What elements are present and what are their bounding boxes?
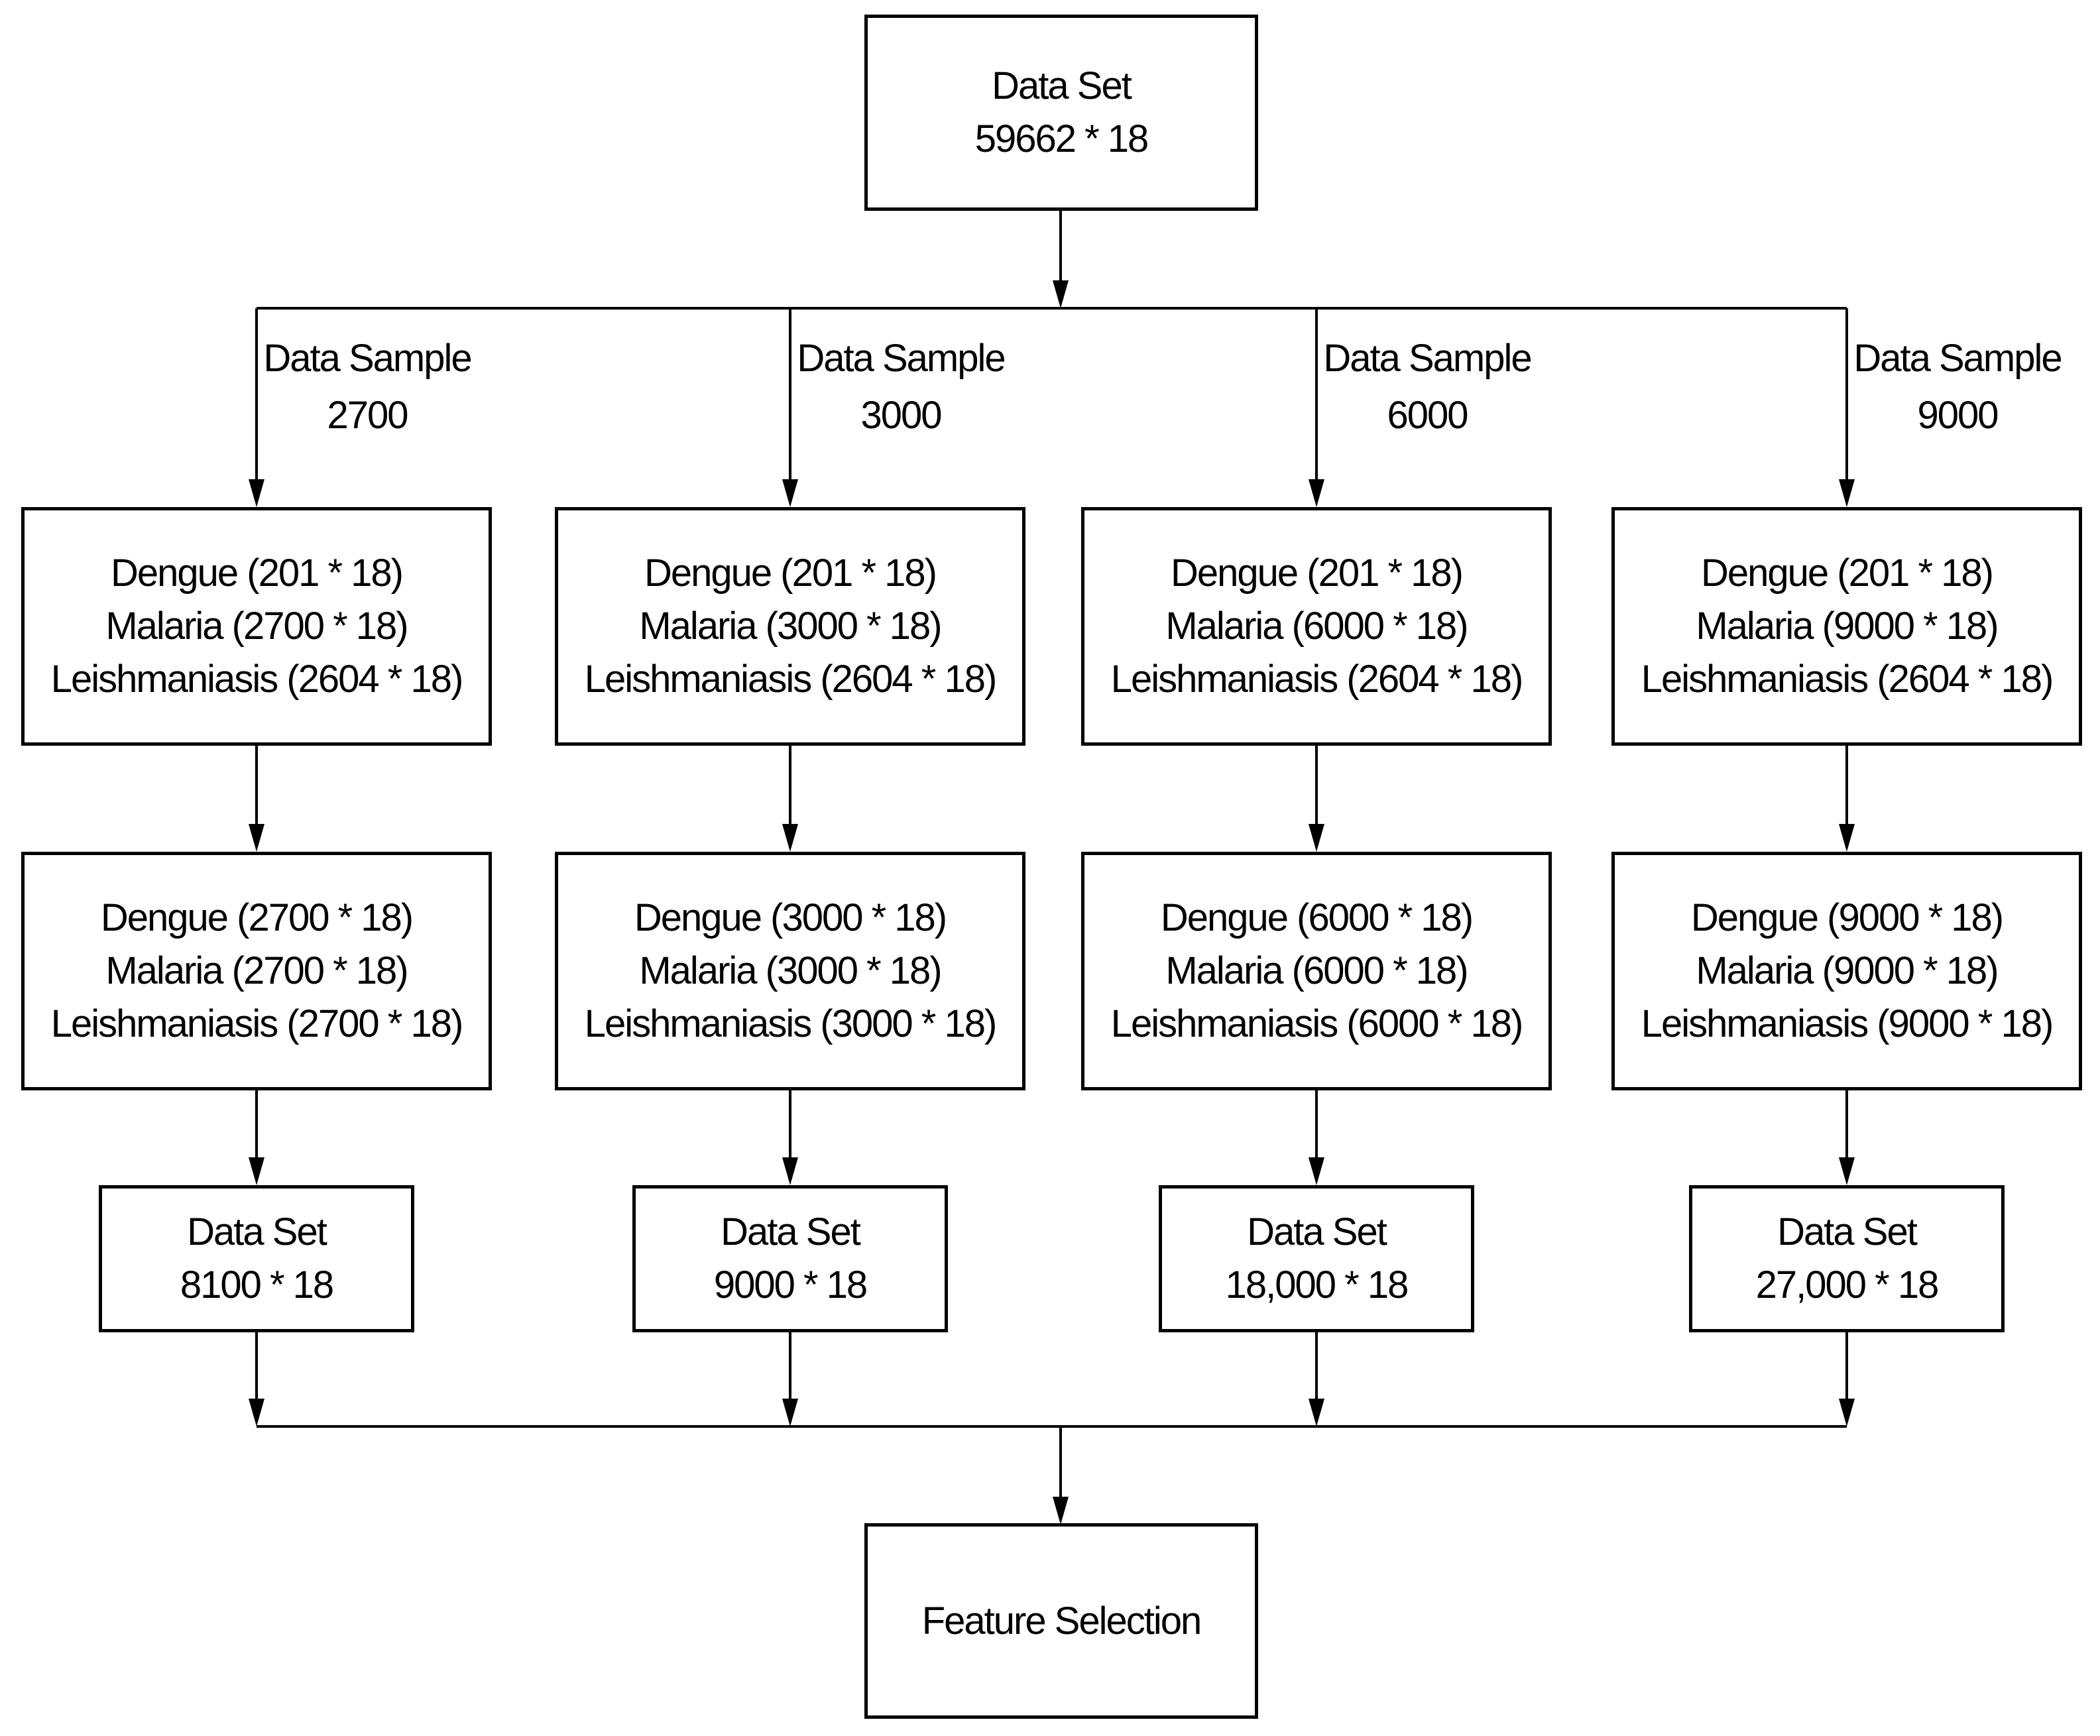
connector-dataset-bus (255, 1332, 258, 1400)
stage2-line-leishmaniasis: Leishmaniasis (6000 * 18) (1110, 1002, 1524, 1045)
root-dataset-title: Data Set (992, 64, 1132, 107)
sample-label: Data Sample 3000 (791, 330, 1010, 444)
stage1-line-malaria: Malaria (9000 * 18) (1696, 605, 1999, 648)
stage2-line-malaria: Malaria (9000 * 18) (1696, 949, 1999, 992)
arrowhead-down-icon (1839, 824, 1855, 852)
stage1-line-leishmaniasis: Leishmaniasis (2604 * 18) (50, 658, 464, 701)
connector-distribution-line (257, 307, 1847, 310)
dataset-box: Data Set 9000 * 18 (632, 1185, 948, 1332)
sample-size-text: 2700 (327, 394, 408, 437)
dataset-title: Data Set (1247, 1210, 1387, 1253)
stage2-box: Dengue (6000 * 18) Malaria (6000 * 18) L… (1081, 852, 1552, 1090)
stage1-line-malaria: Malaria (2700 * 18) (105, 605, 408, 648)
dataset-dims: 9000 * 18 (713, 1263, 868, 1306)
arrowhead-down-icon (1839, 1157, 1855, 1185)
stage1-line-leishmaniasis: Leishmaniasis (2604 * 18) (584, 658, 998, 701)
connector-branch-line (789, 308, 791, 483)
sample-label-text: Data Sample (797, 337, 1006, 380)
stage2-line-dengue: Dengue (2700 * 18) (100, 896, 414, 939)
connector-stage2-dataset (1845, 1090, 1848, 1159)
dataset-dims: 18,000 * 18 (1225, 1263, 1409, 1306)
stage1-box: Dengue (201 * 18) Malaria (3000 * 18) Le… (555, 507, 1025, 746)
connector-stage1-stage2 (1315, 746, 1318, 825)
sample-label: Data Sample 6000 (1318, 330, 1537, 444)
root-dataset-dims: 59662 * 18 (974, 117, 1149, 160)
connector-branch-line (255, 308, 258, 483)
arrowhead-down-icon (782, 1157, 798, 1185)
stage2-box: Dengue (9000 * 18) Malaria (9000 * 18) L… (1611, 852, 2082, 1090)
arrowhead-root-down-icon (1053, 280, 1069, 308)
sample-size-text: 9000 (1917, 394, 1999, 437)
connector-stage2-dataset (1315, 1090, 1318, 1159)
stage1-line-dengue: Dengue (201 * 18) (111, 551, 404, 595)
stage2-line-malaria: Malaria (2700 * 18) (105, 949, 408, 992)
arrowhead-down-icon (1309, 824, 1324, 852)
arrowhead-down-icon (249, 824, 264, 852)
stage2-line-malaria: Malaria (6000 * 18) (1165, 949, 1468, 992)
stage1-line-dengue: Dengue (201 * 18) (1171, 551, 1464, 595)
sample-size-text: 3000 (860, 394, 942, 437)
connector-stage2-dataset (789, 1090, 791, 1159)
arrowhead-down-icon (1309, 479, 1324, 507)
dataset-dims: 8100 * 18 (180, 1263, 334, 1306)
stage2-line-dengue: Dengue (9000 * 18) (1690, 896, 2004, 939)
sample-label-text: Data Sample (1853, 337, 2062, 380)
sample-label: Data Sample 9000 (1848, 330, 2067, 444)
connector-branch-line (1845, 308, 1848, 483)
sample-size-text: 6000 (1387, 394, 1468, 437)
stage2-line-leishmaniasis: Leishmaniasis (9000 * 18) (1641, 1002, 2054, 1045)
stage1-box: Dengue (201 * 18) Malaria (6000 * 18) Le… (1081, 507, 1552, 746)
stage2-line-leishmaniasis: Leishmaniasis (2700 * 18) (50, 1002, 464, 1045)
arrowhead-down-icon (1839, 479, 1855, 507)
connector-dataset-bus (789, 1332, 791, 1400)
sample-label-text: Data Sample (1323, 337, 1532, 380)
stage2-line-dengue: Dengue (3000 * 18) (634, 896, 947, 939)
stage2-box: Dengue (2700 * 18) Malaria (2700 * 18) L… (21, 852, 492, 1090)
connector-merge-bus-line (257, 1425, 1847, 1428)
stage1-line-leishmaniasis: Leishmaniasis (2604 * 18) (1110, 658, 1524, 701)
stage2-line-leishmaniasis: Leishmaniasis (3000 * 18) (584, 1002, 998, 1045)
connector-root-line (1059, 211, 1062, 282)
arrowhead-down-icon (1309, 1399, 1324, 1426)
arrowhead-down-icon (782, 479, 798, 507)
stage1-line-leishmaniasis: Leishmaniasis (2604 * 18) (1641, 658, 2054, 701)
arrowhead-down-icon (1309, 1157, 1324, 1185)
dataset-dims: 27,000 * 18 (1755, 1263, 1940, 1306)
root-dataset-box: Data Set 59662 * 18 (864, 15, 1258, 211)
sample-label: Data Sample 2700 (258, 330, 477, 444)
stage2-line-malaria: Malaria (3000 * 18) (639, 949, 942, 992)
stage2-box: Dengue (3000 * 18) Malaria (3000 * 18) L… (555, 852, 1025, 1090)
dataset-box: Data Set 18,000 * 18 (1159, 1185, 1474, 1332)
connector-final-line (1059, 1426, 1062, 1498)
stage1-line-dengue: Dengue (201 * 18) (644, 551, 937, 595)
dataset-title: Data Set (1777, 1210, 1918, 1253)
connector-dataset-bus (1845, 1332, 1848, 1400)
dataset-title: Data Set (721, 1210, 861, 1253)
feature-selection-box: Feature Selection (864, 1523, 1258, 1719)
arrowhead-down-icon (249, 1399, 264, 1426)
arrowhead-down-icon (249, 479, 264, 507)
dataset-title: Data Set (187, 1210, 327, 1253)
connector-stage1-stage2 (789, 746, 791, 825)
arrowhead-down-icon (249, 1157, 264, 1185)
dataset-box: Data Set 8100 * 18 (99, 1185, 414, 1332)
arrowhead-final-down-icon (1053, 1497, 1069, 1525)
connector-dataset-bus (1315, 1332, 1318, 1400)
stage2-line-dengue: Dengue (6000 * 18) (1160, 896, 1474, 939)
connector-stage1-stage2 (1845, 746, 1848, 825)
dataset-box: Data Set 27,000 * 18 (1689, 1185, 2005, 1332)
connector-stage2-dataset (255, 1090, 258, 1159)
stage1-box: Dengue (201 * 18) Malaria (2700 * 18) Le… (21, 507, 492, 746)
stage1-line-malaria: Malaria (3000 * 18) (639, 605, 942, 648)
stage1-box: Dengue (201 * 18) Malaria (9000 * 18) Le… (1611, 507, 2082, 746)
feature-selection-label: Feature Selection (921, 1599, 1202, 1643)
stage1-line-dengue: Dengue (201 * 18) (1701, 551, 1994, 595)
arrowhead-down-icon (782, 1399, 798, 1426)
stage1-line-malaria: Malaria (6000 * 18) (1165, 605, 1468, 648)
connector-stage1-stage2 (255, 746, 258, 825)
sample-label-text: Data Sample (263, 337, 472, 380)
connector-branch-line (1315, 308, 1318, 483)
arrowhead-down-icon (1839, 1399, 1855, 1426)
arrowhead-down-icon (782, 824, 798, 852)
